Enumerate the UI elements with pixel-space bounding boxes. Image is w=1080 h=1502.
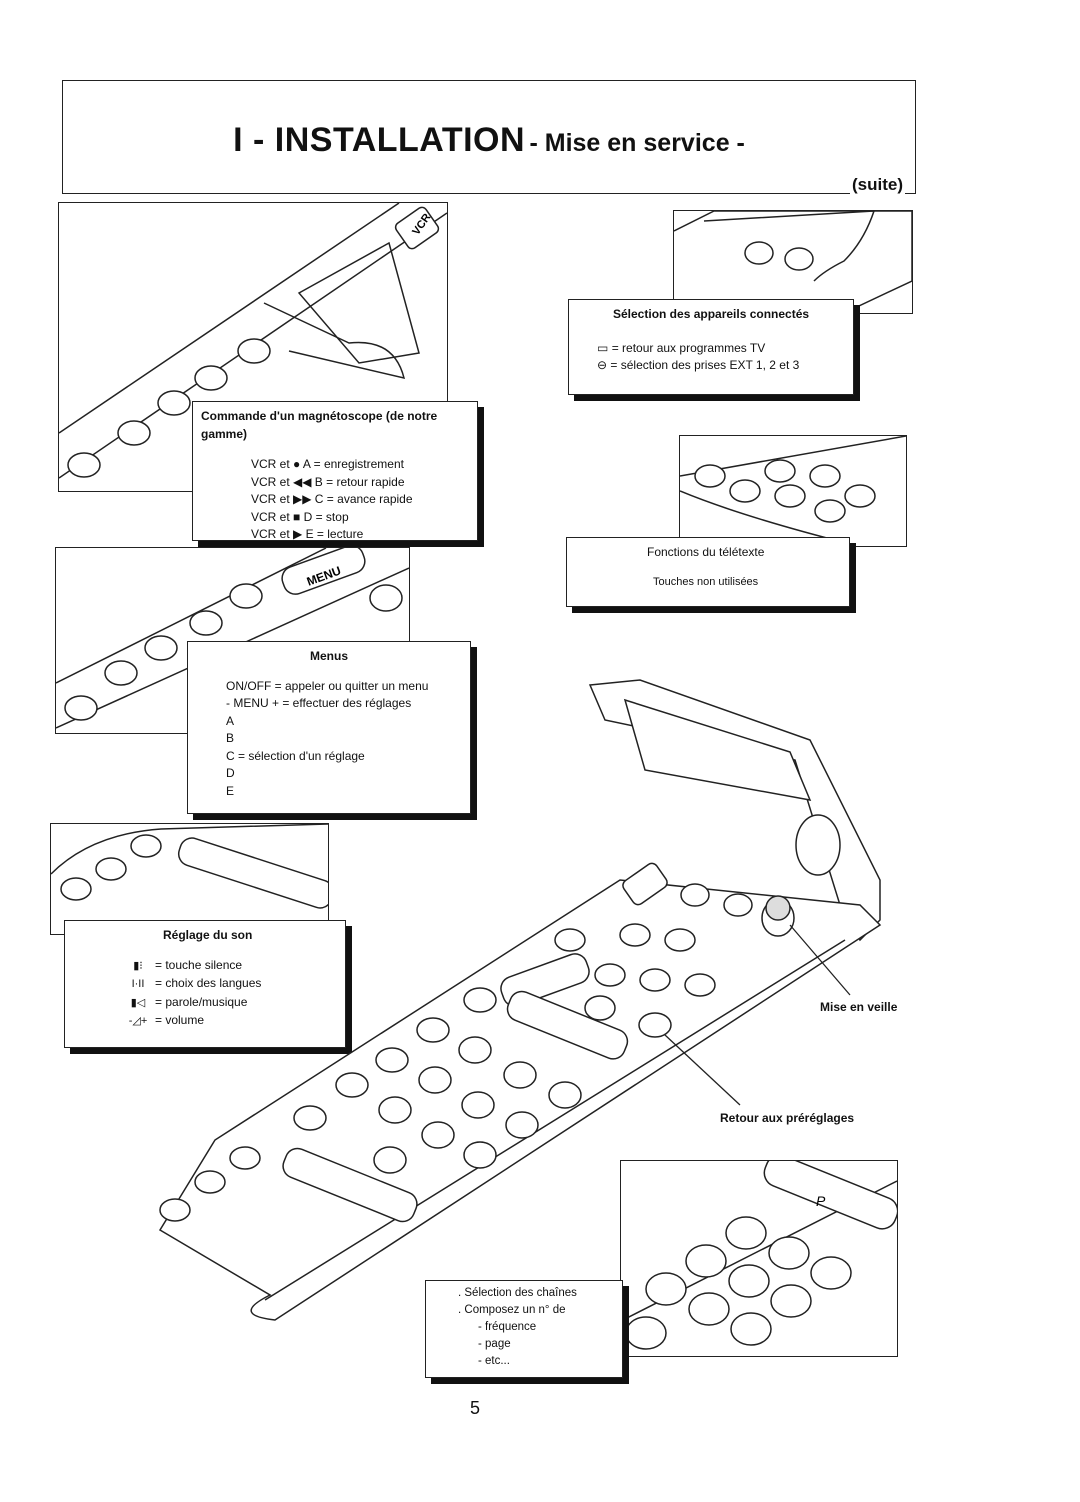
sound-line-language: = choix des langues [155, 976, 262, 990]
menus-line-onoff: ON/OFF = appeler ou quitter un menu [226, 678, 429, 693]
sound-keys-illustration [50, 823, 329, 935]
suite-label: (suite) [850, 175, 905, 195]
menus-line-e: E [226, 783, 235, 798]
teletext-text: Touches non utilisées [653, 575, 759, 588]
channel-line-1: . Sélection des chaînes [458, 1287, 577, 1299]
channel-line-4: - page [478, 1338, 511, 1350]
vcr-command-heading: Commande d'un magnétoscope (de notre gam… [201, 409, 438, 441]
vcr-key: VCR [394, 206, 440, 250]
connected-line-tv: = retour aux programmes TV [611, 340, 766, 355]
title-main: I - INSTALLATION [233, 121, 526, 159]
tv-program-icon: ▭ [597, 340, 609, 355]
menus-heading: Menus [309, 649, 348, 663]
menus-line-c: C = sélection d'un réglage [226, 748, 365, 763]
teletext-keys-illustration [679, 435, 907, 547]
menus-line-menu: - MENU + = effectuer des réglages [226, 696, 412, 710]
menus-box: Menus ON/OFF = appeler ou quitter un men… [187, 641, 471, 814]
sound-box: Réglage du son ▮⁝ = touche silence I·II = … [64, 920, 346, 1048]
mute-icon: ▮⁝ [133, 959, 143, 972]
channel-selection-box: . Sélection des chaînes . Composez un n°… [425, 1280, 623, 1378]
sound-line-mute: = touche silence [155, 957, 243, 972]
teletext-box: Fonctions du télétexte Touches non utili… [566, 537, 850, 607]
vcr-line-d: VCR et ■ D = stop [251, 509, 349, 524]
channel-line-3: - fréquence [478, 1321, 537, 1333]
numpad-drawing: P [621, 1161, 897, 1350]
teletext-keys-drawing [680, 436, 906, 545]
volume-icon: -◿+ [128, 1015, 148, 1027]
connected-line-ext: = sélection des prises EXT 1, 2 et 3 [610, 358, 800, 372]
title-sub: - Mise en service - [529, 129, 745, 157]
program-key-label: P [816, 1193, 826, 1209]
page-title: I - INSTALLATION - Mise en service - [63, 121, 915, 160]
vcr-line-c: VCR et ▶▶ C = avance rapide [251, 492, 413, 506]
title-frame: I - INSTALLATION - Mise en service - (su… [62, 80, 916, 195]
sound-heading: Réglage du son [163, 928, 253, 942]
menu-keys-drawing: MENU [56, 548, 409, 729]
menus-line-d: D [226, 766, 235, 780]
channel-line-2: . Composez un n° de [458, 1304, 566, 1316]
connected-devices-box: Sélection des appareils connectés ▭ = re… [568, 299, 854, 395]
vcr-command-box: Commande d'un magnétoscope (de notre gam… [192, 401, 478, 541]
source-keys-drawing [674, 211, 912, 313]
presets-label: Retour aux préréglages [720, 1111, 855, 1125]
speech-music-icon: ▮◁ [130, 996, 146, 1009]
page-number: 5 [470, 1398, 481, 1418]
ext-source-icon: ⊖ [597, 358, 608, 372]
sound-line-volume: = volume [155, 1013, 205, 1027]
vcr-keys-drawing: VCR [59, 203, 447, 479]
language-icon: I·II [131, 978, 145, 990]
menus-line-a: A [226, 713, 235, 728]
vcr-line-a: VCR et ● A = enregistrement [251, 457, 404, 471]
numpad-illustration: P [620, 1160, 898, 1357]
standby-label: Mise en veille [820, 1000, 898, 1014]
source-keys-illustration [673, 210, 913, 314]
connected-heading: Sélection des appareils connectés [613, 307, 810, 321]
sound-keys-drawing [51, 824, 328, 909]
sound-line-speech: = parole/musique [155, 994, 248, 1009]
remote-vcr-key [622, 862, 668, 906]
vcr-line-e: VCR et ▶ E = lecture [251, 527, 364, 541]
teletext-heading: Fonctions du télétexte [647, 545, 765, 559]
channel-line-5: - etc... [478, 1355, 510, 1367]
standby-button [761, 895, 795, 937]
menus-line-b: B [226, 731, 235, 745]
vcr-line-b: VCR et ◀◀ B = retour rapide [251, 474, 405, 489]
